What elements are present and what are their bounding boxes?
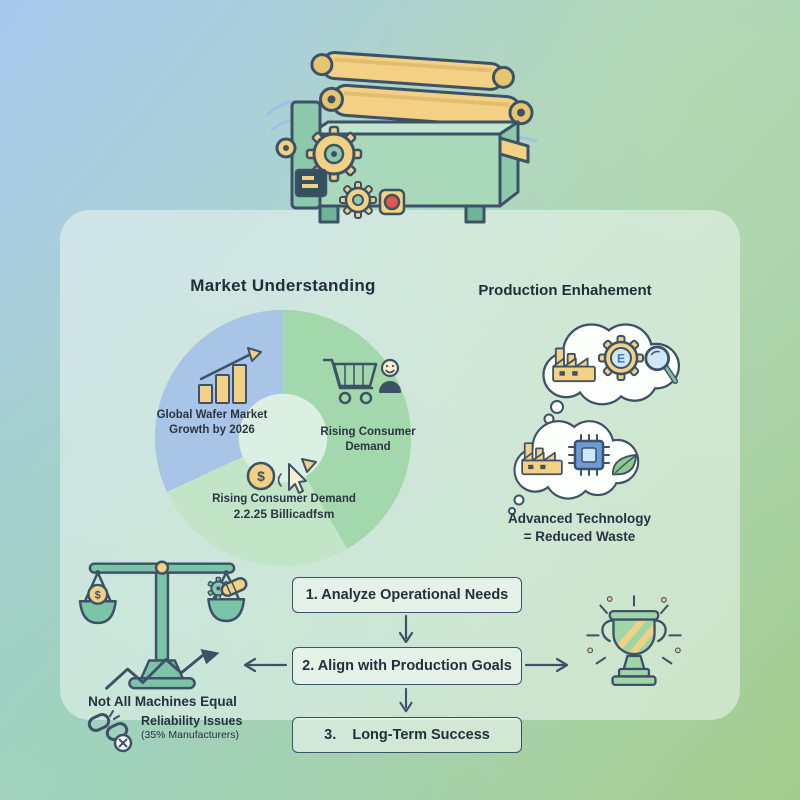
chip-icon bbox=[568, 434, 610, 476]
cursor-hand-icon bbox=[288, 463, 307, 494]
flow-step-3-box: 3. Long-Term Success bbox=[292, 717, 522, 753]
flow-step-3-label: 3. Long-Term Success bbox=[324, 727, 490, 743]
control-panel-icon bbox=[294, 168, 328, 198]
green-segment-label: Rising Consumer Demand bbox=[320, 426, 416, 453]
gear-icon: E bbox=[598, 335, 644, 381]
balance-scale-icon: $ bbox=[78, 560, 248, 690]
bubble-trail-icon bbox=[508, 494, 525, 515]
factory-icon bbox=[552, 347, 596, 383]
shopping-cart-icon bbox=[322, 358, 401, 405]
broken-chain-icon bbox=[87, 710, 133, 753]
wafer-machine-illustration bbox=[266, 51, 538, 224]
leaf-icon bbox=[611, 453, 638, 476]
flow-step-1-label: 1. Analyze Operational Needs bbox=[305, 587, 509, 603]
left-arrow-icon bbox=[243, 657, 288, 673]
dollar-sign: $ bbox=[257, 468, 265, 484]
flow-step-1-box: 1. Analyze Operational Needs bbox=[292, 577, 522, 613]
down-arrow-icon bbox=[398, 614, 414, 644]
dollar-click-icon: $ bbox=[246, 458, 317, 494]
coin-icon bbox=[87, 583, 109, 605]
factory-icon bbox=[521, 442, 563, 476]
reliability-note: Reliability Issues (35% Manufacturers) bbox=[141, 714, 243, 742]
trophy-icon bbox=[586, 595, 682, 687]
happy-customer-icon bbox=[379, 358, 401, 393]
gear-letter: E bbox=[617, 352, 625, 366]
red-button-icon bbox=[383, 193, 401, 211]
production-caption: Advanced Technology = Reduced Waste bbox=[507, 511, 652, 545]
magnifier-icon bbox=[644, 345, 679, 384]
up-arrow-icon bbox=[301, 458, 317, 473]
zigzag-growth-icon bbox=[105, 648, 220, 690]
blue-segment-label: Global Wafer Market Growth by 2026 bbox=[156, 409, 268, 436]
output-tray-icon bbox=[498, 136, 530, 164]
large-gear-icon bbox=[305, 125, 363, 183]
market-section-title: Market Understanding bbox=[190, 276, 376, 295]
machines-equal-caption: Not All Machines Equal bbox=[88, 694, 237, 709]
production-section-title: Production Enhahement bbox=[478, 282, 652, 299]
flow-step-2-label: 2. Align with Production Goals bbox=[302, 658, 512, 674]
market-donut-chart: $ Global Wafer Market Growth by 2026 Ris… bbox=[153, 308, 416, 568]
small-gear-icon bbox=[339, 181, 377, 219]
flow-step-2-box: 2. Align with Production Goals bbox=[292, 647, 522, 685]
material-roll-icon bbox=[220, 577, 248, 597]
rollers-icon bbox=[310, 51, 534, 129]
right-arrow-icon bbox=[524, 657, 569, 673]
bar-chart-growth-icon bbox=[198, 347, 262, 404]
bottom-segment-label: Rising Consumer Demand 2.2.25 Billicadfs… bbox=[212, 493, 356, 521]
down-arrow-icon bbox=[399, 687, 413, 713]
thought-cloud-top: E bbox=[532, 315, 694, 412]
thought-cloud-bottom bbox=[504, 412, 652, 506]
dollar-sign: $ bbox=[95, 589, 101, 601]
